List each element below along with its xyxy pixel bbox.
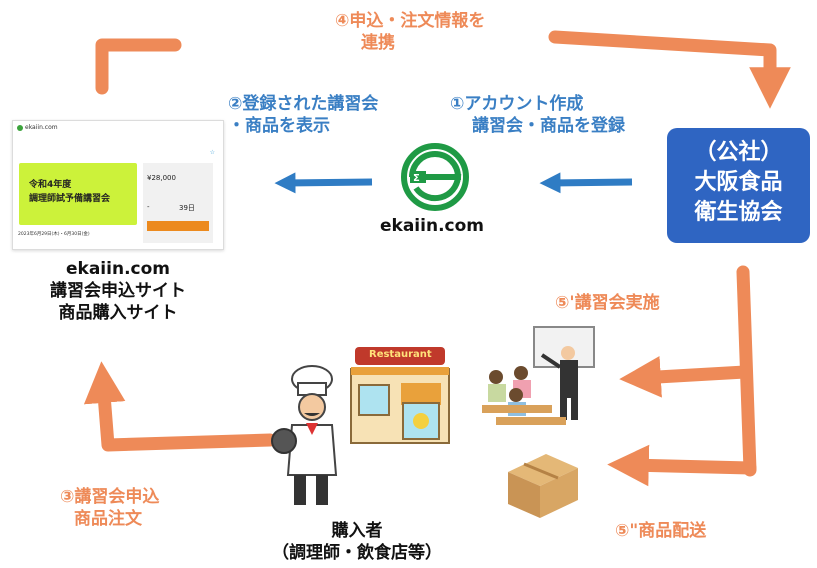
step5b-label: ⑤"商品配送 [615,521,707,541]
arrow-step5b-branch [607,444,757,487]
arrow-step5a-branch [619,356,752,398]
package-illustration [498,448,588,520]
step3-label: ③講習会申込 商品注文 [60,486,159,530]
step2-line2: ・商品を表示 [228,116,330,136]
step4-line2: 連携 [361,33,395,53]
association-line3: 衛生協会 [694,200,783,225]
chef-illustration [270,365,350,515]
chef-icon [271,365,338,505]
step5a-label: ⑤'講習会実施 [555,293,660,313]
banner-line2: 調理師試予備講習会 [29,194,111,204]
arrow-step4-right [548,30,791,109]
buyer-label-line1: 購入者 [331,521,383,541]
days-left-value: 39日 [179,204,195,212]
price-value: ¥28,000 [147,174,176,182]
website-screenshot: ekaiin.com ☆ 令和4年度 調理師試予備講習会 ¥28,000 - 3… [12,120,224,250]
lecture-illustration [476,325,596,435]
arrow-step1-blue [539,172,633,194]
site-label-line2: 講習会申込サイト [50,281,186,301]
ekaiin-logo: Σ [400,142,470,212]
site-logo-text: ekaiin.com [25,124,58,131]
buyer-label-line2: （調理師・飲食店等） [272,543,442,563]
restaurant-illustration: Restaurant [345,345,455,445]
site-label: ekaiin.com 講習会申込サイト 商品購入サイト [28,258,208,324]
arrow-step2-blue [274,172,373,194]
arrow-step3 [83,361,277,452]
step1-label: ①アカウント作成 講習会・商品を登録 [450,93,625,137]
step2-line1: ②登録された講習会 [228,94,379,114]
step4-label: ④申込・注文情報を 連携 [335,10,485,54]
restaurant-icon [350,347,450,444]
site-logo-icon [17,125,23,131]
lecture-icon [482,326,595,425]
seats-value: - [147,203,150,211]
association-line1: （公社） [694,140,783,165]
site-label-line3: 商品購入サイト [58,303,178,323]
apply-button [147,221,209,231]
step3-line2: 商品注文 [74,509,142,529]
association-line2: 大阪食品 [694,170,783,195]
step3-line1: ③講習会申込 [60,487,160,507]
buyer-label: 購入者 （調理師・飲食店等） [262,520,452,564]
arrow-step4-left [95,38,182,95]
site-star-icon: ☆ [209,149,215,156]
step1-line1: ①アカウント作成 [450,94,584,114]
association-box: （公社） 大阪食品 衛生協会 [667,128,810,243]
restaurant-sign: Restaurant [369,349,432,360]
banner-line1: 令和4年度 [29,180,72,190]
step4-line1: ④申込・注文情報を [335,11,486,31]
site-label-line1: ekaiin.com [66,259,170,279]
step1-line2: 講習会・商品を登録 [472,116,625,136]
course-dates: 2023年6月29日(木)・6月30日(金) [18,232,90,237]
ekaiin-name: ekaiin.com [380,216,484,236]
svg-text:Σ: Σ [413,173,420,184]
ekaiin-logo-icon: Σ [401,143,469,211]
step2-label: ②登録された講習会 ・商品を表示 [228,93,378,137]
cardboard-box-icon [508,454,578,518]
course-banner: 令和4年度 調理師試予備講習会 [19,163,137,225]
price-panel: ¥28,000 - 39日 [143,163,213,243]
